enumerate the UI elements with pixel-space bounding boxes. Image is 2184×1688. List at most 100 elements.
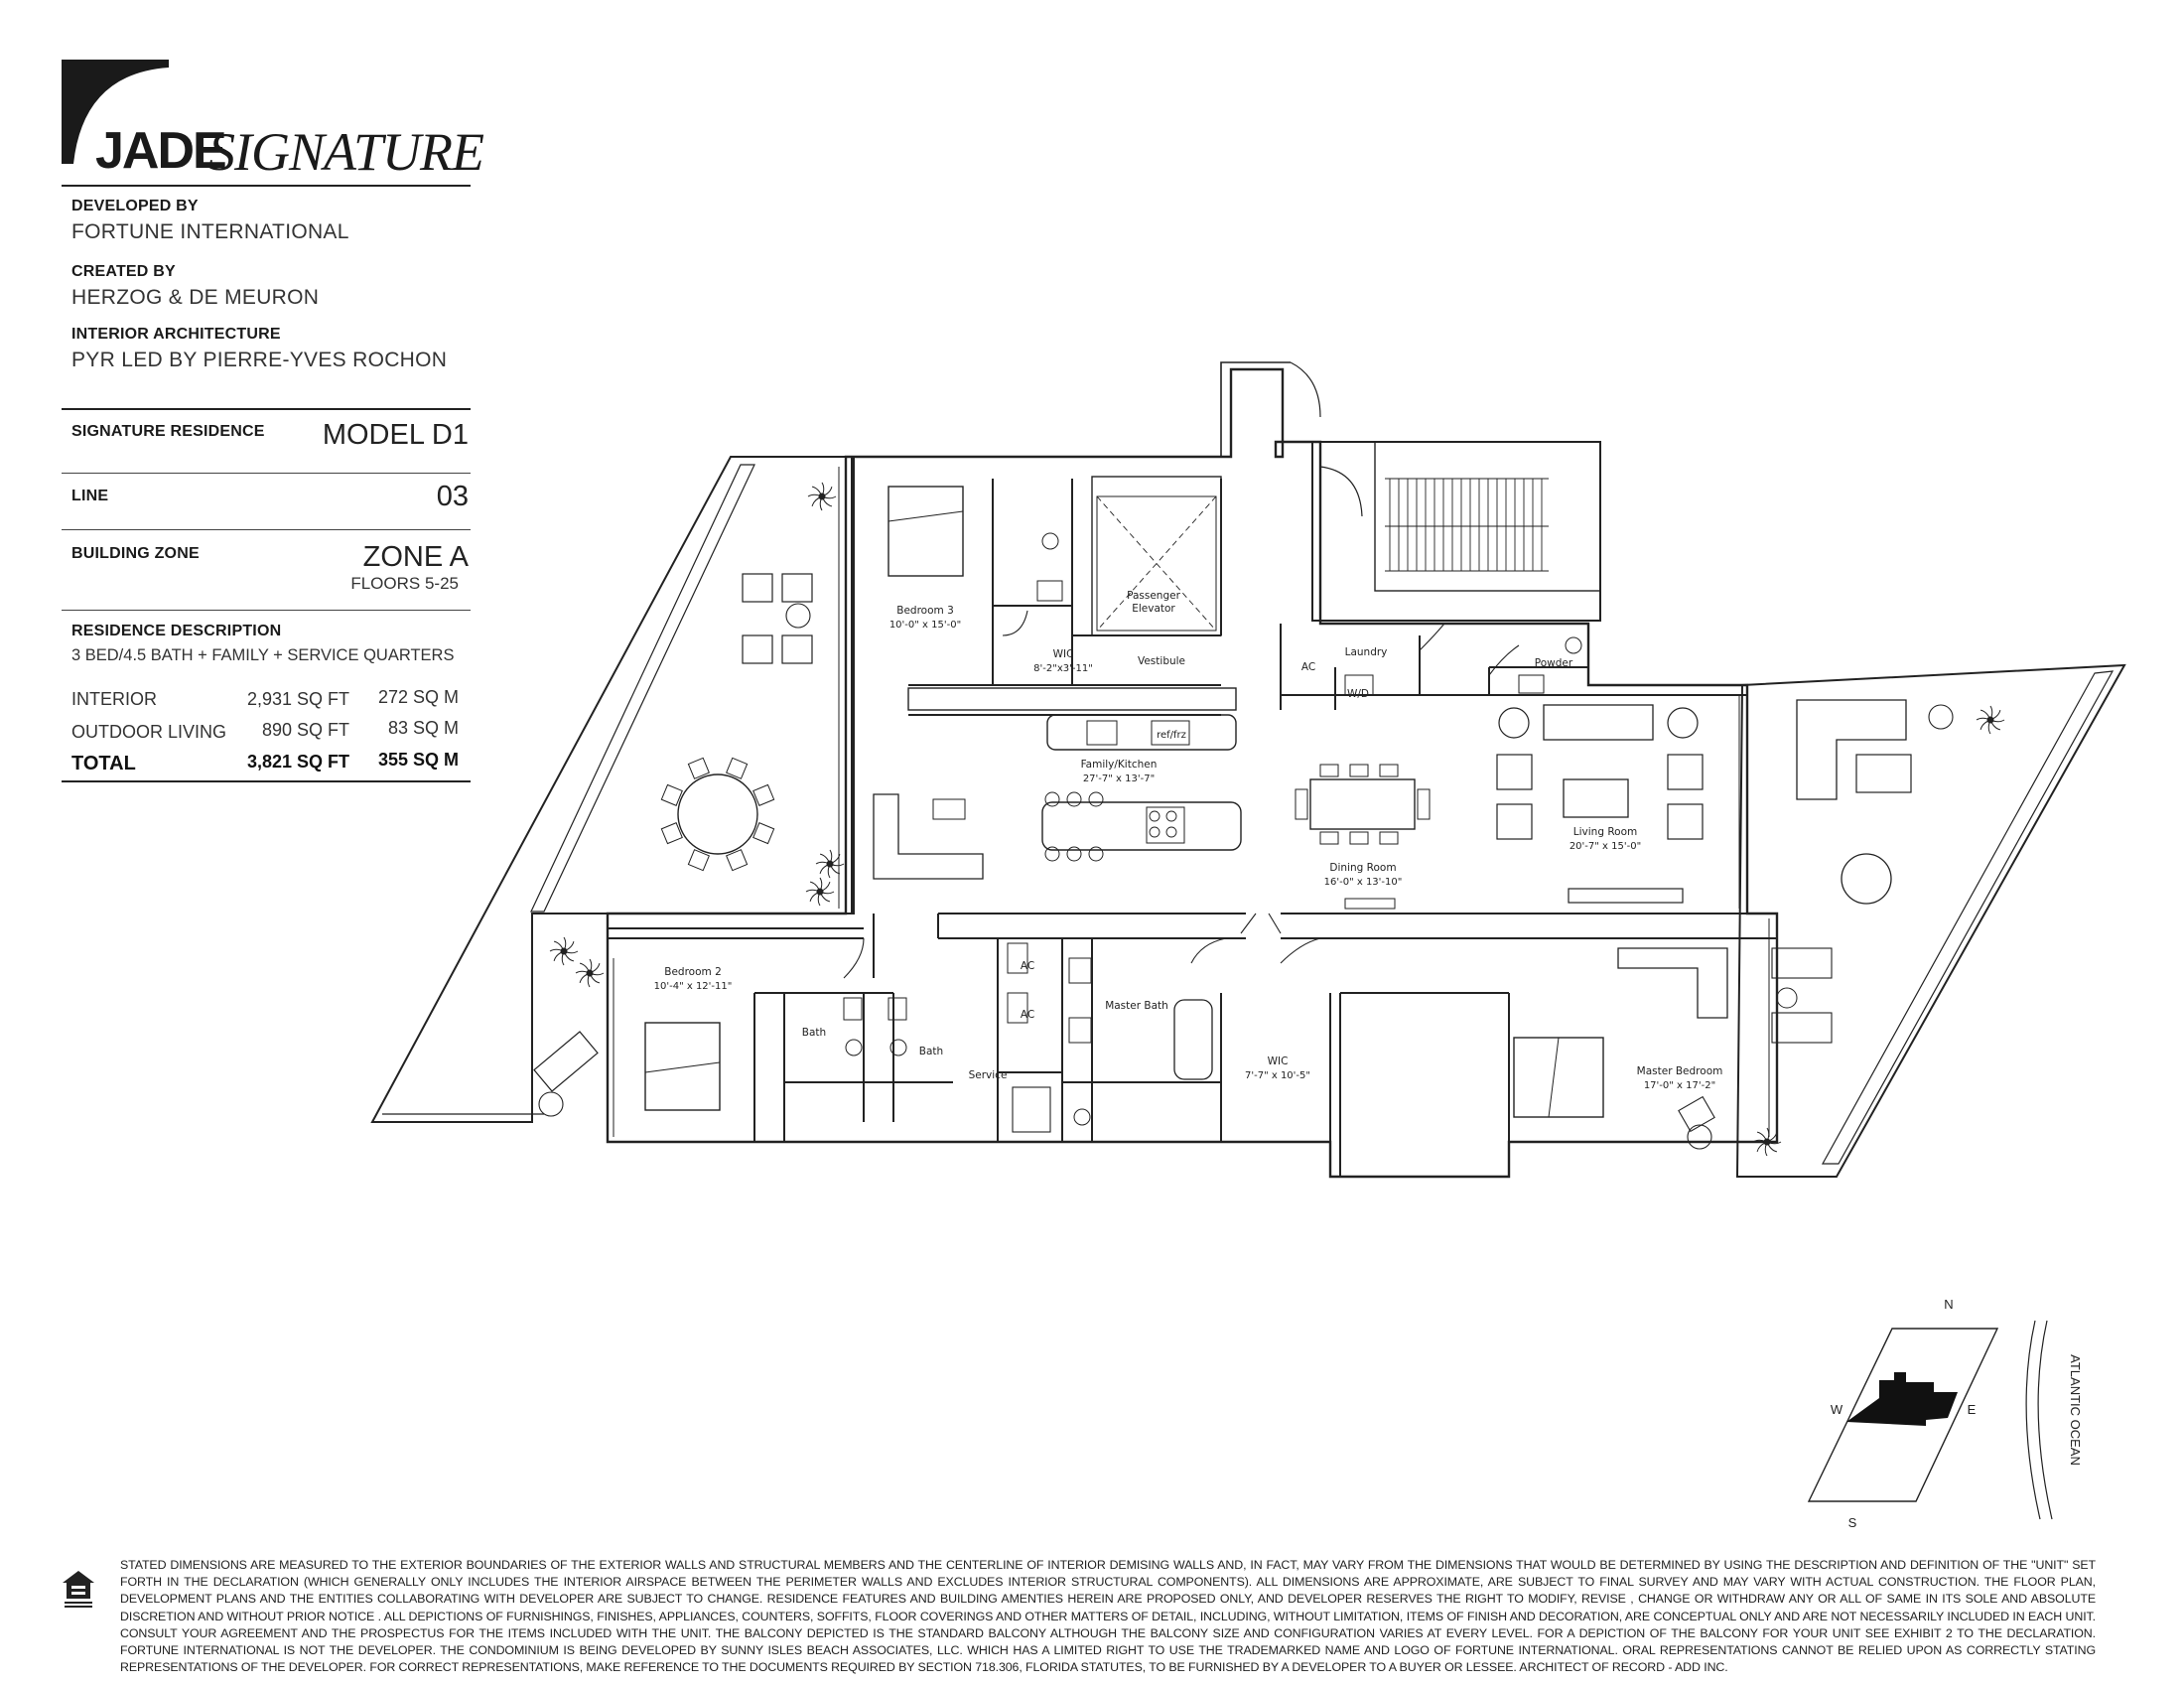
room-living-dim: 20'-7" x 15'-0": [1570, 841, 1641, 852]
room-wic-top-name: WIC: [1053, 648, 1074, 660]
plant-icon: [1752, 1127, 1782, 1157]
terrace-chair: [660, 822, 683, 845]
area-total-label: TOTAL: [71, 753, 136, 774]
room-wic-top-dim: 8'-2"x3'-11": [1033, 663, 1093, 674]
area-interior-label: INTERIOR: [71, 689, 158, 709]
room-dining-name: Dining Room: [1329, 862, 1396, 874]
terrace-chair: [726, 849, 749, 872]
model-label: SIGNATURE RESIDENCE: [71, 423, 265, 440]
created-by-label: CREATED BY: [71, 263, 176, 280]
plant-icon: [815, 849, 845, 879]
zone-value: ZONE A: [362, 541, 469, 573]
line-value: 03: [436, 481, 469, 512]
divider: [62, 473, 471, 474]
room-bedroom2-dim: 10'-4" x 12'-11": [654, 981, 733, 992]
west-terrace-rail: [530, 464, 755, 913]
area-outdoor-sqm: 83 SQ M: [387, 718, 459, 738]
plant-icon: [575, 958, 605, 988]
room-bath2-name: Bath: [919, 1046, 943, 1057]
compass-south: S: [1848, 1515, 1857, 1530]
zone-label: BUILDING ZONE: [71, 545, 200, 562]
bedroom3-bed: [887, 486, 964, 577]
shoreline: [2025, 1320, 2041, 1520]
room-bath1-name: Bath: [802, 1027, 826, 1039]
area-total-sqft: 3,821 SQ FT: [246, 752, 349, 772]
interior-architecture-value: PYR LED BY PIERRE-YVES ROCHON: [71, 349, 448, 371]
room-kitchen-dim: 27'-7" x 13'-7": [1083, 774, 1155, 784]
divider: [62, 780, 471, 782]
room-elevator-name2: Elevator: [1132, 603, 1175, 615]
equal-housing-icon: [63, 1571, 94, 1608]
area-interior-sqft: 2,931 SQ FT: [246, 689, 349, 709]
room-ac-top-name: AC: [1301, 661, 1315, 673]
compass-east: E: [1968, 1402, 1977, 1417]
terrace-chair: [687, 849, 710, 872]
room-wic-master-dim: 7'-7" x 10'-5": [1245, 1070, 1310, 1081]
area-total-sqm: 355 SQ M: [377, 750, 459, 770]
terrace-table-west: [677, 774, 758, 855]
terrace-chair: [660, 783, 683, 806]
east-terrace: [1735, 663, 2126, 1178]
compass-west: W: [1831, 1402, 1843, 1417]
room-kitchen-name: Family/Kitchen: [1081, 759, 1158, 771]
residence-description-value: 3 BED/4.5 BATH + FAMILY + SERVICE QUARTE…: [71, 646, 455, 664]
developed-by-value: FORTUNE INTERNATIONAL: [71, 220, 349, 243]
terrace-table-east: [1841, 853, 1892, 905]
room-wic-master-name: WIC: [1268, 1055, 1289, 1067]
room-vestibule-name: Vestibule: [1138, 655, 1185, 667]
room-elevator-name: Passenger: [1127, 590, 1180, 602]
residence-description-label: RESIDENCE DESCRIPTION: [71, 623, 282, 639]
terrace-chair: [687, 757, 710, 779]
plant-icon: [549, 936, 579, 966]
room-wd-name: W/D: [1347, 688, 1369, 700]
model-value: MODEL D1: [322, 419, 469, 451]
room-laundry-name: Laundry: [1345, 646, 1388, 658]
logo-mark-icon: [62, 60, 169, 164]
elevator-shaft: [1091, 476, 1222, 636]
room-bedroom3-dim: 10'-0" x 15'-0": [889, 620, 961, 631]
terrace-chair: [752, 783, 775, 806]
terrace-chair: [726, 757, 749, 779]
plant-icon: [1976, 705, 2005, 735]
room-bedroom2-name: Bedroom 2: [664, 966, 722, 978]
divider: [62, 610, 471, 611]
room-living-name: Living Room: [1573, 826, 1637, 838]
room-ac1-name: AC: [1021, 960, 1034, 972]
room-dining-dim: 16'-0" x 13'-10": [1324, 877, 1403, 888]
created-by-value: HERZOG & DE MEURON: [71, 286, 320, 309]
plant-icon: [807, 482, 837, 511]
line-label: LINE: [71, 488, 109, 504]
room-powder-name: Powder: [1535, 657, 1573, 669]
room-masterbed-dim: 17'-0" x 17'-2": [1644, 1080, 1715, 1091]
divider: [62, 529, 471, 530]
developed-by-label: DEVELOPED BY: [71, 198, 199, 214]
building-footprint-icon: [1846, 1372, 1958, 1426]
brand-logo: JADE SIGNATURE: [62, 60, 484, 182]
compass-north: N: [1944, 1297, 1953, 1312]
room-ac2-name: AC: [1021, 1009, 1034, 1021]
divider: [62, 408, 471, 410]
room-service-name: Service: [969, 1069, 1008, 1081]
terrace-chair: [752, 822, 775, 845]
ocean-label: ATLANTIC OCEAN: [2068, 1354, 2083, 1466]
divider: [62, 185, 471, 187]
logo-word-jade: JADE: [95, 122, 227, 180]
floors-value: FLOORS 5-25: [350, 574, 459, 593]
room-reffrz-name: ref/frz: [1157, 730, 1186, 741]
site-parcel: [1807, 1328, 1999, 1502]
bedroom2-bed: [644, 1022, 721, 1111]
dining-table: [1309, 778, 1416, 830]
area-outdoor-sqft: 890 SQ FT: [261, 720, 349, 740]
area-interior-sqm: 272 SQ M: [377, 687, 459, 707]
plant-icon: [805, 877, 835, 907]
interior-architecture-label: INTERIOR ARCHITECTURE: [71, 326, 281, 343]
legal-disclaimer: STATED DIMENSIONS ARE MEASURED TO THE EX…: [120, 1558, 2096, 1675]
area-outdoor-label: OUTDOOR LIVING: [71, 722, 227, 742]
room-bedroom3-name: Bedroom 3: [896, 605, 954, 617]
room-masterbed-name: Master Bedroom: [1637, 1065, 1723, 1077]
logo-word-signature: SIGNATURE: [208, 122, 484, 182]
east-terrace-rail: [1821, 670, 2115, 1165]
